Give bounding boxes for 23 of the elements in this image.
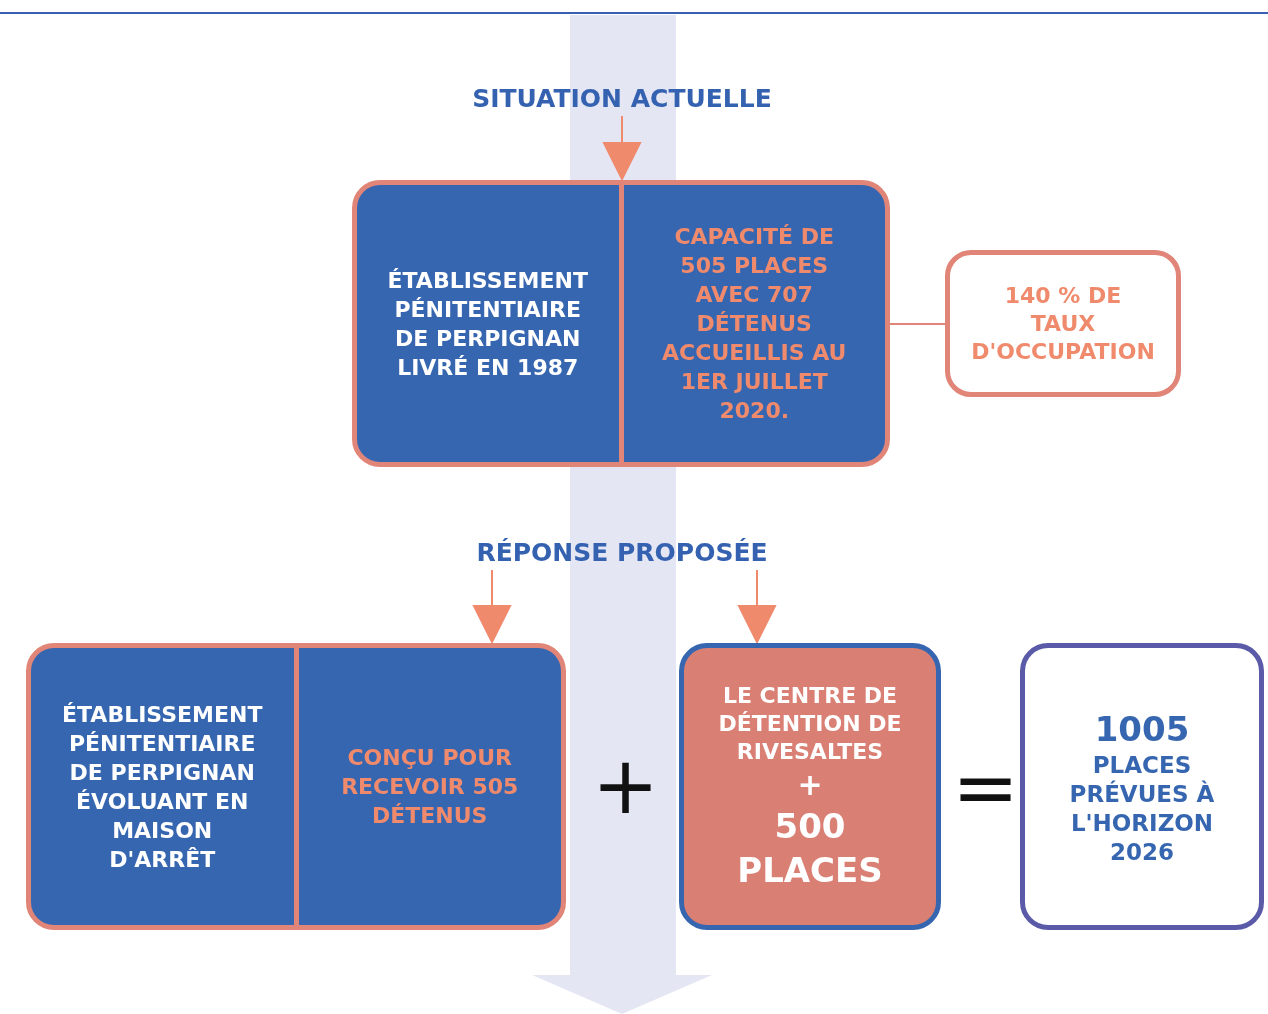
facility-card: [352, 180, 890, 467]
capacity-text: CAPACITÉ DE 505 PLACES AVEC 707 DÉTENUS ACCUEILLIS AU 1ER JUILLET 2020.: [618, 185, 885, 462]
arrow: [603, 115, 642, 180]
info-text: 500 PLACES: [736, 804, 884, 892]
info-text: PLACES PRÉVUES À L'HORIZON 2026: [1068, 750, 1216, 867]
info-box: [1020, 643, 1264, 930]
info-text: 1005: [1093, 707, 1191, 751]
facility-name: ÉTABLISSEMENT PÉNITENTIAIRE DE PERPIGNAN ÉVOLUANT EN MAISON D'ARRÊT: [61, 700, 264, 874]
section-heading: RÉPONSE PROPOSÉE: [422, 538, 822, 568]
facility-name: ÉTABLISSEMENT PÉNITENTIAIRE DE PERPIGNAN LIVRÉ EN 1987: [386, 266, 589, 382]
section-heading: SITUATION ACTUELLE: [422, 84, 822, 114]
info-box: [945, 250, 1181, 397]
facility-card: [26, 643, 566, 930]
connector-line: [889, 323, 946, 325]
capacity-text: CONÇU POUR RECEVOIR 505 DÉTENUS: [293, 648, 561, 925]
info-text: 140 % DE TAUX D'OCCUPATION: [970, 281, 1156, 366]
info-text: LE CENTRE DE DÉTENTION DE RIVESALTES: [717, 681, 903, 766]
arrow: [473, 569, 512, 643]
arrow: [738, 569, 777, 643]
info-text: +: [796, 765, 824, 804]
operator-sign: +: [592, 746, 660, 826]
operator-sign: =: [952, 748, 1020, 828]
info-box: [679, 643, 941, 930]
